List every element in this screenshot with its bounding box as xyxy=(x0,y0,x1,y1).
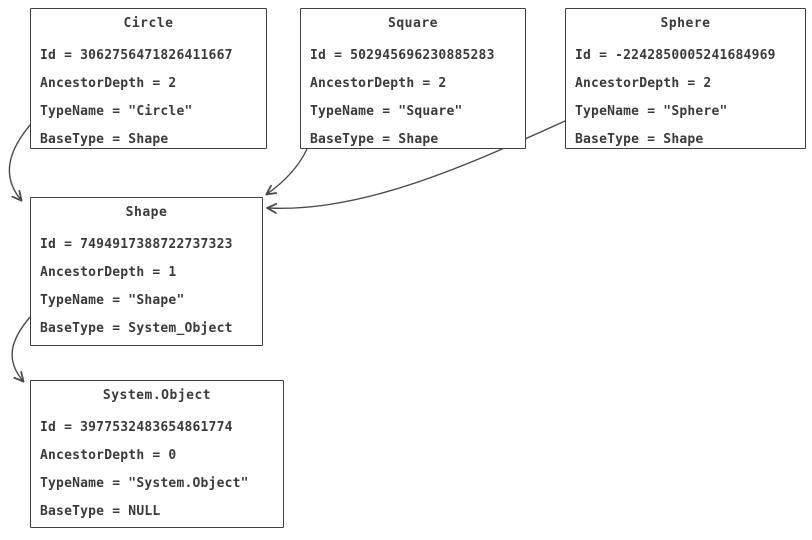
field-type-name: TypeName = "Circle" xyxy=(40,104,193,119)
node-title: Sphere xyxy=(660,16,711,31)
field-id: Id = 3977532483654861774 xyxy=(40,420,233,435)
field-type-name: TypeName = "Sphere" xyxy=(575,104,728,119)
field-id: Id = 3062756471826411667 xyxy=(40,48,233,63)
field-id: Id = -2242850005241684969 xyxy=(575,48,776,63)
field-ancestor-depth: AncestorDepth = 2 xyxy=(40,76,177,91)
node-title: Shape xyxy=(125,205,168,220)
node-title: Circle xyxy=(123,16,174,31)
field-type-name: TypeName = "System.Object" xyxy=(40,476,249,491)
node-fields: Id = 502945696230885283 AncestorDepth = … xyxy=(301,31,525,147)
node-title: Square xyxy=(388,16,438,31)
node-title: System.Object xyxy=(102,388,212,403)
edge-square-to-shape xyxy=(265,148,308,196)
node-fields: Id = 3977532483654861774 AncestorDepth =… xyxy=(31,403,283,519)
field-base-type: BaseType = Shape xyxy=(40,132,169,147)
edge-circle-to-shape xyxy=(8,123,32,202)
field-base-type: BaseType = Shape xyxy=(575,132,704,147)
field-base-type: BaseType = Shape xyxy=(310,132,439,147)
node-fields: Id = -2242850005241684969 AncestorDepth … xyxy=(566,31,805,147)
field-ancestor-depth: AncestorDepth = 2 xyxy=(310,76,447,91)
field-ancestor-depth: AncestorDepth = 1 xyxy=(40,265,177,280)
edge-shape-to-system-object xyxy=(11,315,32,383)
field-id: Id = 502945696230885283 xyxy=(310,48,495,63)
field-type-name: TypeName = "Square" xyxy=(310,104,463,119)
field-ancestor-depth: AncestorDepth = 0 xyxy=(40,448,177,463)
node-circle: Circle Id = 3062756471826411667 Ancestor… xyxy=(30,8,267,149)
field-type-name: TypeName = "Shape" xyxy=(40,293,185,308)
field-base-type: BaseType = System_Object xyxy=(40,321,233,336)
field-base-type: BaseType = NULL xyxy=(40,504,161,519)
node-sphere: Sphere Id = -2242850005241684969 Ancesto… xyxy=(565,8,806,149)
node-shape: Shape Id = 7494917388722737323 AncestorD… xyxy=(30,197,263,346)
node-system-object: System.Object Id = 3977532483654861774 A… xyxy=(30,380,284,528)
field-id: Id = 7494917388722737323 xyxy=(40,237,233,252)
node-fields: Id = 7494917388722737323 AncestorDepth =… xyxy=(31,220,262,336)
field-ancestor-depth: AncestorDepth = 2 xyxy=(575,76,712,91)
node-square: Square Id = 502945696230885283 AncestorD… xyxy=(300,8,526,149)
edge-sphere-to-shape xyxy=(266,120,566,214)
node-fields: Id = 3062756471826411667 AncestorDepth =… xyxy=(31,31,266,147)
